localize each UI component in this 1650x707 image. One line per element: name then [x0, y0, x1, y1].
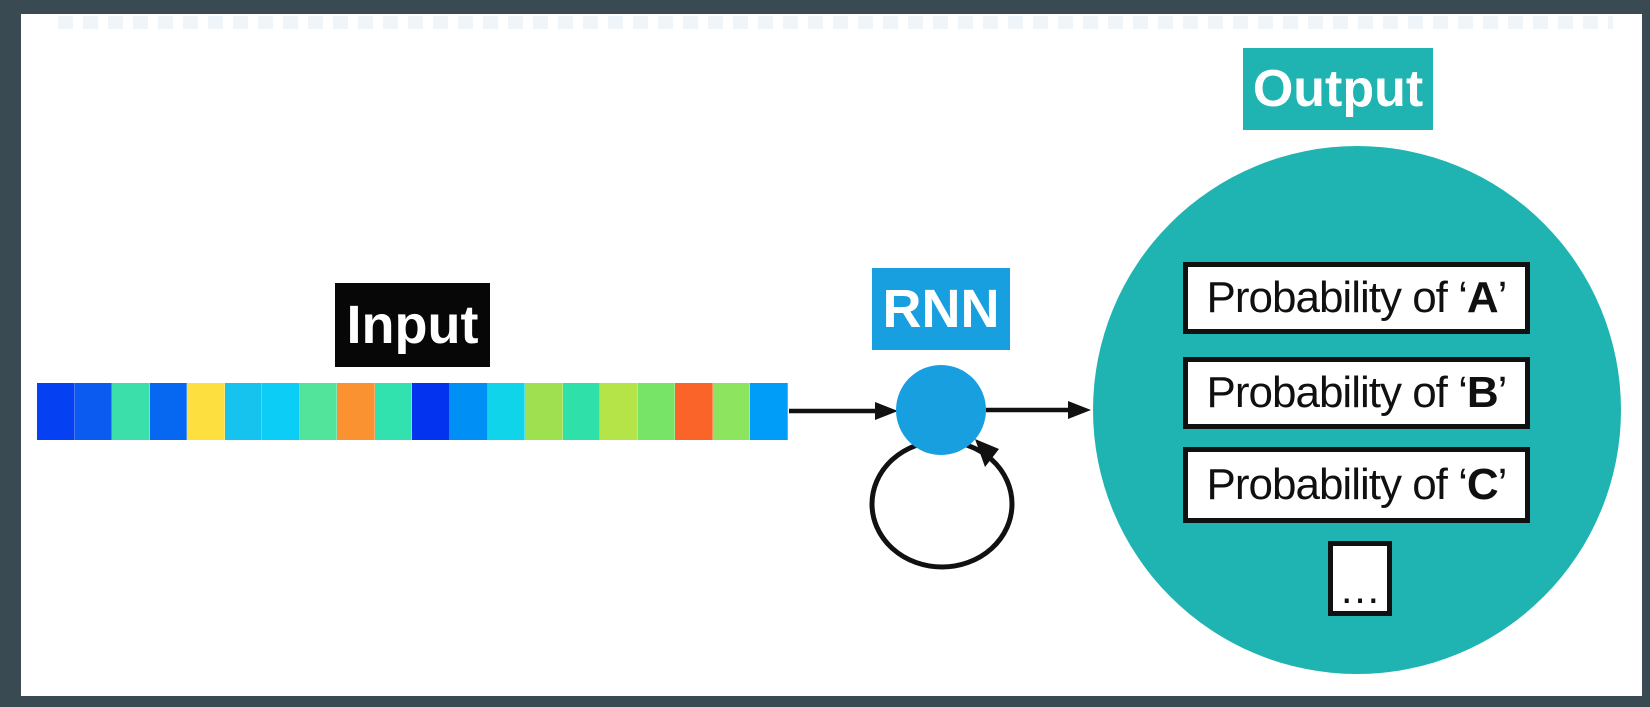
input-bar-segment	[412, 383, 451, 440]
input-bar-segment	[299, 383, 338, 440]
input-bar-segment	[487, 383, 526, 440]
probability-letter: A	[1466, 273, 1499, 322]
probability-close-quote: ’	[1497, 273, 1508, 322]
probability-box-c: Probability of ‘C’	[1183, 447, 1530, 523]
probability-text: Probability of ‘	[1206, 273, 1468, 322]
probability-letter: C	[1466, 460, 1499, 509]
input-bar-segment	[337, 383, 375, 440]
input-sequence-bar	[37, 383, 788, 440]
input-bar-segment	[675, 383, 713, 440]
input-bar-segment	[374, 383, 413, 440]
ellipsis-box: …	[1328, 541, 1392, 616]
input-label: Input	[335, 283, 490, 367]
input-bar-segment	[562, 383, 601, 440]
rnn-label: RNN	[872, 268, 1010, 350]
rnn-self-loop-arrow	[869, 438, 1015, 570]
rnn-node	[896, 365, 986, 455]
input-bar-segment	[112, 383, 150, 440]
probability-close-quote: ’	[1497, 460, 1508, 509]
probability-close-quote: ’	[1497, 368, 1508, 417]
input-bar-segment	[600, 383, 638, 440]
probability-text: Probability of ‘	[1206, 460, 1468, 509]
input-bar-segment	[187, 383, 225, 440]
input-bar-segment	[37, 383, 75, 440]
probability-box-b: Probability of ‘B’	[1183, 357, 1530, 429]
input-bar-segment	[149, 383, 188, 440]
ellipsis-text: …	[1339, 564, 1381, 612]
probability-text: Probability of ‘	[1206, 368, 1468, 417]
input-bar-segment	[450, 383, 488, 440]
probability-letter: B	[1466, 368, 1499, 417]
input-bar-segment	[750, 383, 788, 440]
rnn-to-output-arrow	[986, 401, 1091, 419]
input-bar-segment	[224, 383, 263, 440]
input-bar-segment	[74, 383, 113, 440]
input-bar-segment	[637, 383, 676, 440]
input-to-rnn-arrow	[789, 402, 898, 420]
output-label: Output	[1243, 48, 1433, 130]
ghost-text-artifact	[58, 16, 1613, 29]
probability-box-a: Probability of ‘A’	[1183, 262, 1530, 334]
input-bar-segment	[525, 383, 563, 440]
input-bar-segment	[712, 383, 751, 440]
input-bar-segment	[262, 383, 300, 440]
